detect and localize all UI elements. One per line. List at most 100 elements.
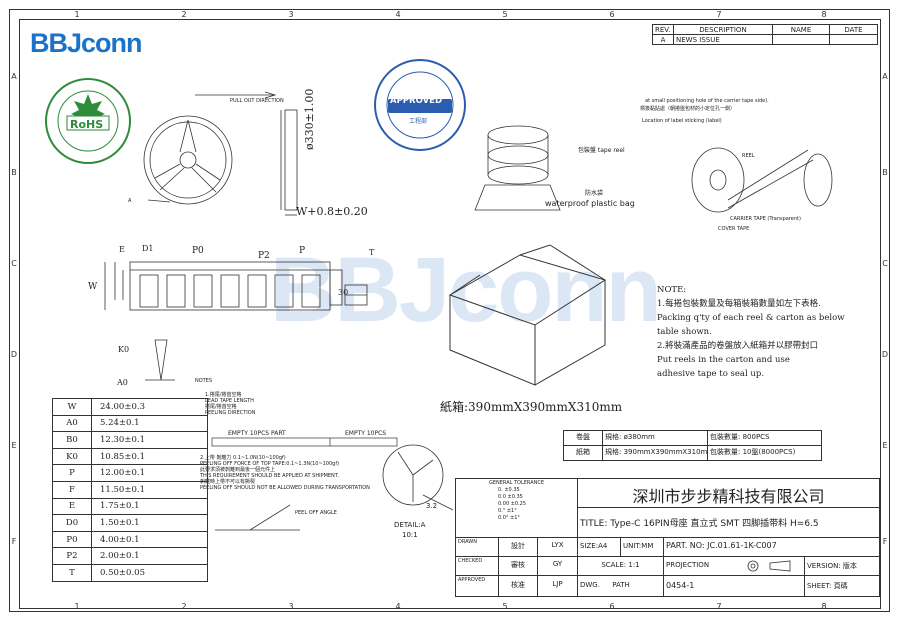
notes-line-6: adhesive tape to seal up.	[657, 369, 765, 379]
dim-value: 12.00±0.1	[91, 464, 208, 482]
zone-side-f: F	[11, 537, 17, 546]
zone-bottom-6: 6	[609, 602, 615, 611]
notes-line-2: Packing q'ty of each reel & carton as be…	[657, 313, 845, 323]
zone-side-f-right: F	[882, 537, 888, 546]
zone-top-8: 8	[821, 10, 827, 19]
approved-stamp	[374, 59, 466, 151]
zone-top-1: 1	[74, 10, 80, 19]
peeling-note-1: 2.上帶 剝離力 0.1~1.0N(10~100gf)	[200, 455, 286, 461]
tolerance-4: 0.° ±1°	[498, 508, 517, 514]
tape-label-t: T	[369, 248, 375, 257]
checked-label: CHECKED	[455, 556, 499, 576]
rev-row-name	[772, 34, 830, 45]
part-no: JC.01.61-1K-C007	[707, 541, 777, 550]
carton-drawing	[448, 244, 607, 386]
tolerance-2: 0.0 ±0.35	[498, 494, 523, 500]
dim-value: 24.00±0.3	[91, 398, 208, 416]
part-no-label: PART. NO:	[666, 541, 705, 550]
tolerance-3: 0.00 ±0.25	[498, 501, 527, 507]
notes-line-5: Put reels in the carton and use	[657, 355, 790, 365]
cover-tag: COVER TAPE	[718, 226, 750, 232]
detail-title: DETAIL:A	[394, 521, 426, 529]
zone-side-b-right: B	[882, 168, 888, 177]
tape-label-w: W	[88, 282, 98, 292]
unit-cell: UNIT:MM	[620, 537, 664, 557]
size-cell: SIZE:A4	[577, 537, 621, 557]
dim-value: 4.00±0.1	[91, 530, 208, 549]
dim-value: 11.50±0.1	[91, 480, 208, 499]
stamp-label: APPROVED	[390, 96, 443, 106]
sheet-cell: SHEET: 頁碼	[804, 575, 880, 597]
peeling-note-2: PEELING OFF FORCE OF TOP TAPE:0.1~1.3N(1…	[200, 461, 340, 467]
detail-dim: 3.2	[426, 502, 438, 510]
dim-key: E	[52, 497, 92, 516]
small-notes-title: NOTES	[195, 378, 213, 384]
pull-out-direction: PULL OUT DIRECTION	[230, 98, 284, 104]
dim-value: 1.75±0.1	[91, 497, 208, 516]
zone-bottom-5: 5	[502, 602, 508, 611]
dim-key: A0	[52, 414, 92, 433]
dim-key: P	[52, 464, 92, 482]
tolerance-box: GENERAL TOLERANCE 0. ±0.35 0.0 ±0.35 0.0…	[455, 478, 578, 538]
tape-label-p0: P0	[192, 246, 204, 256]
dim-key: B0	[52, 431, 92, 449]
zone-top-5: 5	[502, 10, 508, 19]
notes-line-1: 1.每捲包裝數量及每箱裝箱數量如左下表格.	[657, 299, 821, 309]
zone-bottom-7: 7	[716, 602, 722, 611]
zone-top-6: 6	[609, 10, 615, 19]
zone-top-4: 4	[395, 10, 401, 19]
zone-side-c-right: C	[882, 259, 888, 268]
peel-angle-label: PEEL OFF ANGLE	[295, 510, 337, 516]
pack-row1-type: 卷盤	[563, 430, 603, 446]
pack-row2-type: 紙箱	[563, 445, 603, 461]
peel-angle-drawing	[215, 504, 300, 531]
dwg-no-cell: 0454-1	[663, 575, 805, 597]
zone-bottom-8: 8	[821, 602, 827, 611]
dim-key: P0	[52, 530, 92, 549]
path-label: PATH	[612, 581, 630, 589]
rohs-seal	[45, 78, 131, 164]
stamp-sub: 工程部	[409, 118, 428, 125]
drawn-name: LYX	[537, 537, 578, 557]
tolerance-1: 0. ±0.35	[498, 487, 520, 493]
dim-key: F	[52, 480, 92, 499]
dim-value: 1.50±0.1	[91, 514, 208, 532]
version-cell: VERSION: 版本	[804, 556, 880, 576]
tape-label-e: E	[119, 245, 125, 254]
notes-line-3: table shown.	[657, 327, 712, 337]
zone-side-e: E	[11, 441, 17, 450]
drawing-inner-frame	[19, 19, 881, 609]
reel-width: W+0.8±0.20	[296, 205, 368, 218]
peeling-notes: 2.上帶 剝離力 0.1~1.0N(10~100gf) PEELING OFF …	[200, 455, 370, 491]
rev-row-date	[829, 34, 878, 45]
drawing-title: Type-C 16PIN母座 直立式 SMT 四脚插带料 H=6.5	[610, 519, 819, 529]
tape-label-d1: D1	[142, 244, 154, 253]
small-note-2: LEAD TAPE LENGTH	[205, 398, 254, 404]
empty-part-label: EMPTY 10PCS PART	[228, 430, 286, 437]
rev-row-desc: NEWS ISSUE	[673, 34, 773, 45]
company-logo: BBJconn	[30, 28, 143, 58]
watermark: BBJconn	[270, 239, 662, 341]
company-name: 深圳市步步精科技有限公司	[577, 478, 880, 508]
zone-top-2: 2	[181, 10, 187, 19]
dim-value: 12.30±0.1	[91, 431, 208, 449]
peeling-note-6: PEELING OFF SHOULD NOT BE ALLOWED DURING…	[200, 485, 370, 491]
pack-row1-qty: 包裝數量: 800PCS	[707, 430, 822, 446]
zone-side-a-right: A	[882, 72, 888, 81]
approved-name: LJP	[537, 575, 578, 597]
pack-row1-spec: 規格: ø380mm	[602, 430, 708, 446]
reel-label-drawing	[691, 147, 833, 213]
reel-drawing	[143, 91, 298, 216]
label-location: Location of label sticking (label)	[642, 118, 722, 124]
detail-a-drawing	[382, 444, 454, 511]
peeling-note-3: 此要求須被剝離到最後一個元件上	[200, 467, 276, 473]
